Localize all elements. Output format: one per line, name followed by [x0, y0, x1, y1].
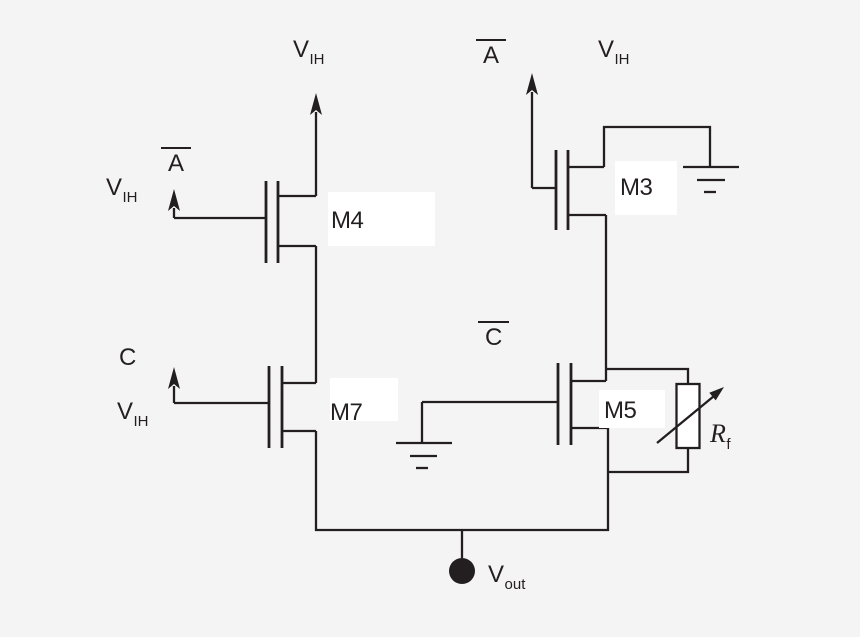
vout-base: V	[488, 561, 504, 588]
vih-label-m3-supply: VIH	[598, 37, 630, 73]
m5-label: M5	[604, 397, 637, 424]
overbar: A	[476, 39, 506, 69]
m3-label-box	[615, 161, 677, 215]
m4-label: M4	[331, 207, 364, 234]
rf-label: Rf	[710, 421, 731, 458]
variable-resistor-icon	[656, 382, 724, 450]
vih-base: V	[117, 398, 133, 425]
m3-gate-arrowhead	[526, 73, 538, 95]
m3-gate-arrow-up-icon	[526, 73, 538, 188]
signal-letter: C	[119, 344, 136, 371]
vih-label-m4-supply: VIH	[293, 37, 325, 73]
abar-label-m4-gate: A	[161, 147, 191, 177]
rf-bottom-branch-wire	[608, 448, 690, 474]
m7-gate-arrow-up-icon	[168, 367, 180, 403]
signal-letter: C	[485, 324, 502, 351]
vih-label-m4-gate: VIH	[106, 175, 138, 211]
transistor-name: M7	[330, 399, 363, 426]
transistor-name: M5	[604, 397, 637, 424]
transistor-m3	[532, 150, 606, 230]
rf-top-branch-wire	[606, 367, 690, 384]
vih-base: V	[293, 36, 309, 63]
signal-letter: A	[168, 150, 184, 177]
c-label-m7-gate: C	[119, 345, 136, 371]
overbar: C	[478, 321, 509, 351]
vih-label-m7-gate: VIH	[117, 399, 149, 435]
vih-subscript: IH	[133, 413, 149, 430]
rf-subscript: f	[726, 436, 731, 453]
vih-base: V	[106, 174, 122, 201]
cbar-label-m5-gate: C	[478, 321, 509, 351]
transistor-m5	[422, 363, 608, 445]
transistor-m7	[174, 366, 316, 448]
m3-drain-to-ground-wire	[602, 125, 712, 167]
transistor-m4	[174, 181, 316, 263]
m4-supply-arrowhead	[310, 93, 322, 115]
vih-base: V	[598, 36, 614, 63]
transistor-name: M3	[620, 174, 653, 201]
m7-label: M7	[330, 399, 363, 426]
vih-subscript: IH	[309, 51, 325, 68]
vih-subscript: IH	[614, 51, 630, 68]
signal-letter: A	[483, 42, 499, 69]
rf-base: R	[710, 419, 726, 448]
output-node	[449, 530, 475, 584]
m4-label-box	[328, 192, 435, 246]
m7-label-box	[330, 378, 398, 421]
rf-adjust-arrow-shaft	[656, 395, 715, 444]
m4-gate-arrow-up-icon	[168, 189, 180, 218]
ground-icon-m5	[396, 441, 452, 470]
m3-label: M3	[620, 174, 653, 201]
vih-subscript: IH	[122, 189, 138, 206]
vout-subscript: out	[504, 576, 526, 593]
overbar: A	[161, 147, 191, 177]
transistor-name: M4	[331, 207, 364, 234]
ground-icon-m3	[683, 165, 739, 194]
m4-supply-arrow-up-icon	[310, 93, 322, 196]
vout-label: Vout	[488, 562, 525, 598]
m5-label-box	[599, 390, 665, 428]
abar-label-m3-gate: A	[476, 39, 506, 69]
m4-gate-arrowhead	[168, 189, 180, 211]
rf-adjust-arrowhead	[709, 387, 724, 401]
vout-node-dot	[449, 558, 475, 584]
m7-gate-arrowhead	[168, 367, 180, 389]
